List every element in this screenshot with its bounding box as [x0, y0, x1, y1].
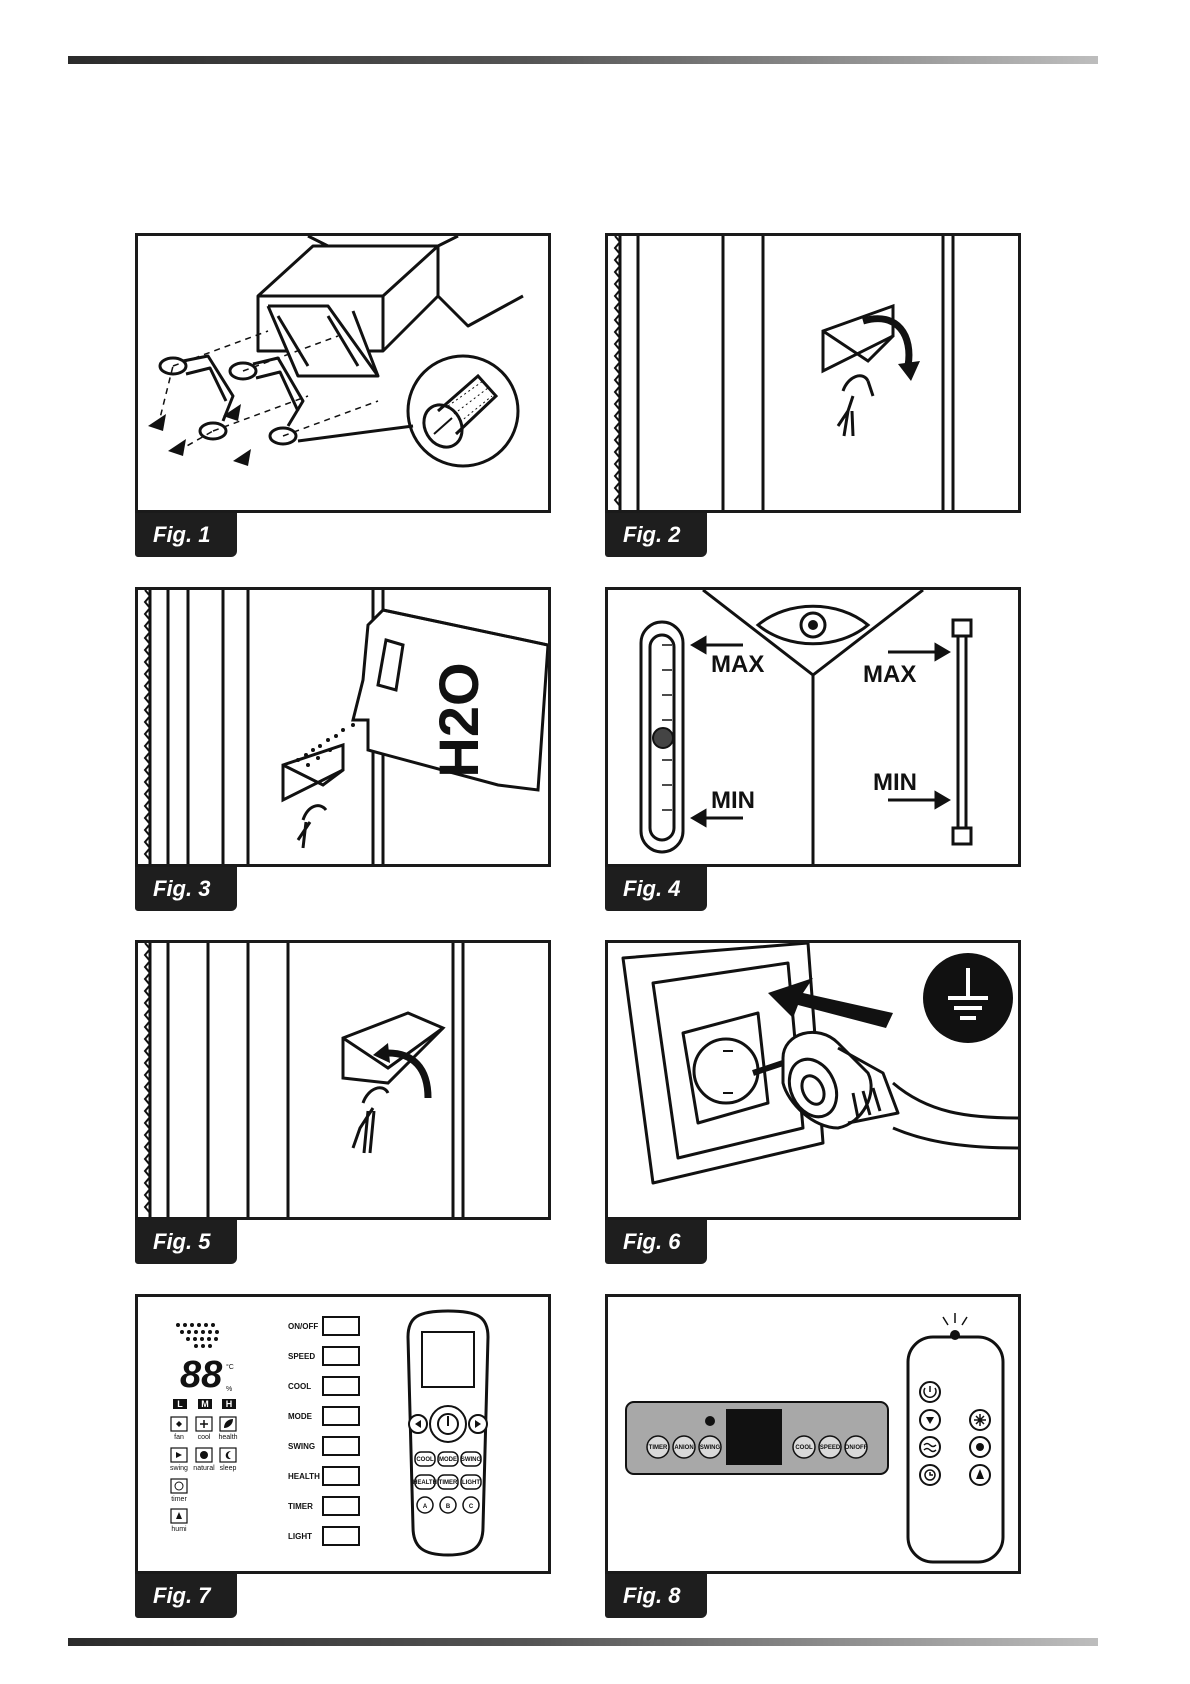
speed-medium: M [201, 1399, 209, 1409]
figure-5-label: Fig. 5 [135, 1220, 237, 1264]
figure-3-label: Fig. 3 [135, 867, 237, 911]
mode-cool-label: cool [198, 1434, 211, 1441]
figure-4-panel: MAX MIN MAX MIN [605, 587, 1021, 867]
button-label-mode: MODE [288, 1412, 313, 1421]
remote-cool-button: COOL [416, 1457, 434, 1463]
figure-2-illustration [608, 236, 1018, 510]
remote-control-8 [908, 1313, 1003, 1562]
button-label-speed: SPEED [288, 1352, 315, 1361]
remote-c-button: C [469, 1504, 474, 1510]
footer-rule [68, 1638, 1098, 1646]
figure-4-min-left: MIN [711, 787, 755, 814]
figure-7-illustration: 88 °C % L M H fan [138, 1297, 548, 1571]
figure-4-max-left: MAX [711, 651, 764, 678]
panel-timer-button: TIMER [649, 1445, 668, 1451]
control-button-list: ON/OFF SPEED COOL MODE SWING HEALTH TIME… [288, 1317, 359, 1545]
button-label-light: LIGHT [288, 1532, 312, 1541]
figure-8-label: Fig. 8 [605, 1574, 707, 1618]
figure-6-illustration [608, 943, 1018, 1217]
figure-4-max-right: MAX [863, 661, 916, 688]
figure-2-panel [605, 233, 1021, 513]
figure-1-label: Fig. 1 [135, 513, 237, 557]
remote-health-button: HEALTH [413, 1480, 437, 1486]
remote-b-button: B [446, 1504, 451, 1510]
figure-7-label: Fig. 7 [135, 1574, 237, 1618]
figure-1-illustration [138, 236, 548, 510]
panel-onoff-button: ON/OFF [845, 1445, 868, 1451]
mode-sleep-label: sleep [220, 1465, 237, 1472]
remote-light-button: LIGHT [462, 1480, 480, 1486]
remote-timer-button: TIMER [439, 1480, 458, 1486]
figure-2-label: Fig. 2 [605, 513, 707, 557]
panel-cool-button: COOL [795, 1445, 813, 1451]
celsius-unit: °C [226, 1363, 234, 1371]
panel-anion-button: ANION [674, 1445, 693, 1451]
figure-6-panel [605, 940, 1021, 1220]
display-digits: 88 [180, 1354, 223, 1396]
button-label-health: HEALTH [288, 1472, 320, 1481]
humi-label: humi [171, 1526, 187, 1533]
figure-1-panel [135, 233, 551, 513]
figure-4-illustration: MAX MIN MAX MIN [608, 590, 1018, 864]
speed-low: L [177, 1399, 183, 1409]
figure-8-panel: TIMER ANION SWING COOL SPEED ON/OFF [605, 1294, 1021, 1574]
figure-3-illustration: H2O [138, 590, 548, 864]
figure-6-label: Fig. 6 [605, 1220, 707, 1264]
figure-7-panel: 88 °C % L M H fan [135, 1294, 551, 1574]
humidity-spray-icon [176, 1323, 219, 1348]
figure-5-panel [135, 940, 551, 1220]
mode-fan-label: fan [174, 1434, 184, 1441]
figure-4-label: Fig. 4 [605, 867, 707, 911]
remote-a-button: A [423, 1504, 428, 1510]
panel-speed-button: SPEED [820, 1445, 841, 1451]
header-rule [68, 56, 1098, 64]
button-label-timer: TIMER [288, 1502, 313, 1511]
mode-natural-label: natural [193, 1465, 215, 1472]
figure-3-panel: H2O [135, 587, 551, 867]
figure-5-illustration [138, 943, 548, 1217]
button-label-swing: SWING [288, 1442, 315, 1451]
remote-mode-button: MODE [439, 1457, 457, 1463]
control-panel: TIMER ANION SWING COOL SPEED ON/OFF [626, 1402, 888, 1474]
button-label-onoff: ON/OFF [288, 1322, 318, 1331]
remote-control: COOL MODE SWING HEALTH TIMER LIGHT A B C [408, 1311, 488, 1555]
mode-swing-label: swing [170, 1465, 188, 1472]
timer-label: timer [171, 1496, 187, 1503]
mode-health-label: health [218, 1434, 237, 1441]
figure-4-min-right: MIN [873, 769, 917, 796]
remote-swing-button: SWING [461, 1457, 482, 1463]
panel-swing-button: SWING [700, 1445, 721, 1451]
figure-3-bottle-text: H2O [427, 662, 490, 777]
percent-unit: % [226, 1386, 232, 1393]
figure-8-illustration: TIMER ANION SWING COOL SPEED ON/OFF [608, 1297, 1018, 1571]
speed-high: H [226, 1399, 233, 1409]
button-label-cool: COOL [288, 1382, 311, 1391]
